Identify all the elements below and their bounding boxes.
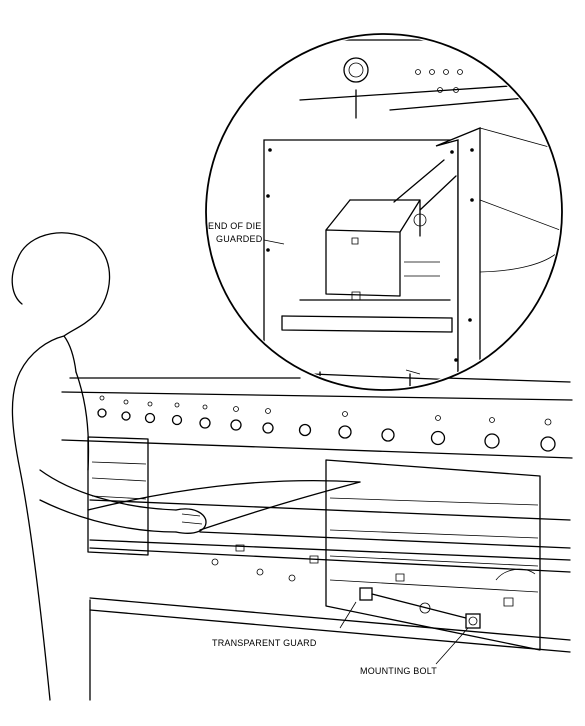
mounting-bolts [211, 544, 514, 629]
press-brake-body [61, 377, 573, 701]
transparent-guard [325, 459, 541, 651]
worker-figure [11, 232, 207, 701]
left-guard-panel [87, 436, 149, 556]
beam-bolt-row [97, 395, 556, 452]
label-end-of-die-line1: END OF DIE [208, 221, 262, 231]
leader-lines [263, 239, 469, 665]
label-transparent-guard: TRANSPARENT GUARD [212, 638, 317, 648]
label-mounting-bolt: MOUNTING BOLT [360, 666, 437, 676]
label-end-of-die-line2: GUARDED [216, 234, 263, 244]
